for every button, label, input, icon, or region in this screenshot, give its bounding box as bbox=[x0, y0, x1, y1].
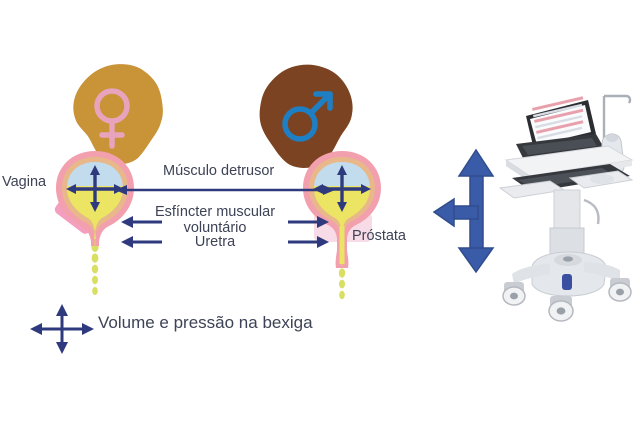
bladder-pressure-arrow bbox=[66, 165, 124, 212]
label-prostata: Próstata bbox=[352, 228, 406, 244]
laptop-computer bbox=[516, 96, 604, 160]
mars-symbol bbox=[282, 91, 333, 142]
mouse-tray bbox=[498, 170, 634, 199]
female-head-silhouette bbox=[73, 64, 163, 165]
volume-pressure-legend-arrow bbox=[30, 304, 94, 354]
sphincter-arrow-right bbox=[288, 216, 329, 228]
label-vagina: Vagina bbox=[2, 174, 47, 190]
urine-stream bbox=[338, 268, 346, 300]
caster-wheels bbox=[502, 278, 632, 322]
medical-workstation-cart bbox=[498, 94, 634, 322]
cart-height-adjust-arrow bbox=[432, 148, 495, 274]
male-head-shape bbox=[259, 64, 353, 168]
sphincter-arrow-left bbox=[121, 216, 162, 228]
wheeled-base bbox=[512, 251, 620, 297]
venus-symbol bbox=[94, 88, 130, 149]
label-uretra: Uretra bbox=[194, 234, 236, 250]
urine-stream bbox=[91, 242, 99, 295]
label-esfincter: Esfíncter muscular voluntário bbox=[150, 204, 280, 236]
urethra-arrow-left bbox=[121, 236, 162, 248]
urethra-arrow-right bbox=[288, 236, 329, 248]
patient-record-screen bbox=[532, 96, 584, 140]
laptop-screen bbox=[530, 105, 591, 145]
female-bladder-diagram bbox=[54, 151, 134, 295]
label-volume-pressure: Volume e pressão na bexiga bbox=[98, 313, 313, 332]
male-head-silhouette bbox=[259, 64, 353, 168]
label-detrusor: Músculo detrusor bbox=[163, 163, 275, 179]
base-badge bbox=[562, 274, 572, 290]
center-arrow-group bbox=[115, 185, 335, 248]
detrusor-arrow bbox=[115, 185, 335, 195]
label-esfincter-line2: voluntário bbox=[183, 220, 247, 237]
laptop-keyboard bbox=[522, 138, 597, 155]
label-esfincter-line1: Esfíncter muscular bbox=[154, 204, 276, 220]
female-head-shape bbox=[73, 64, 163, 165]
